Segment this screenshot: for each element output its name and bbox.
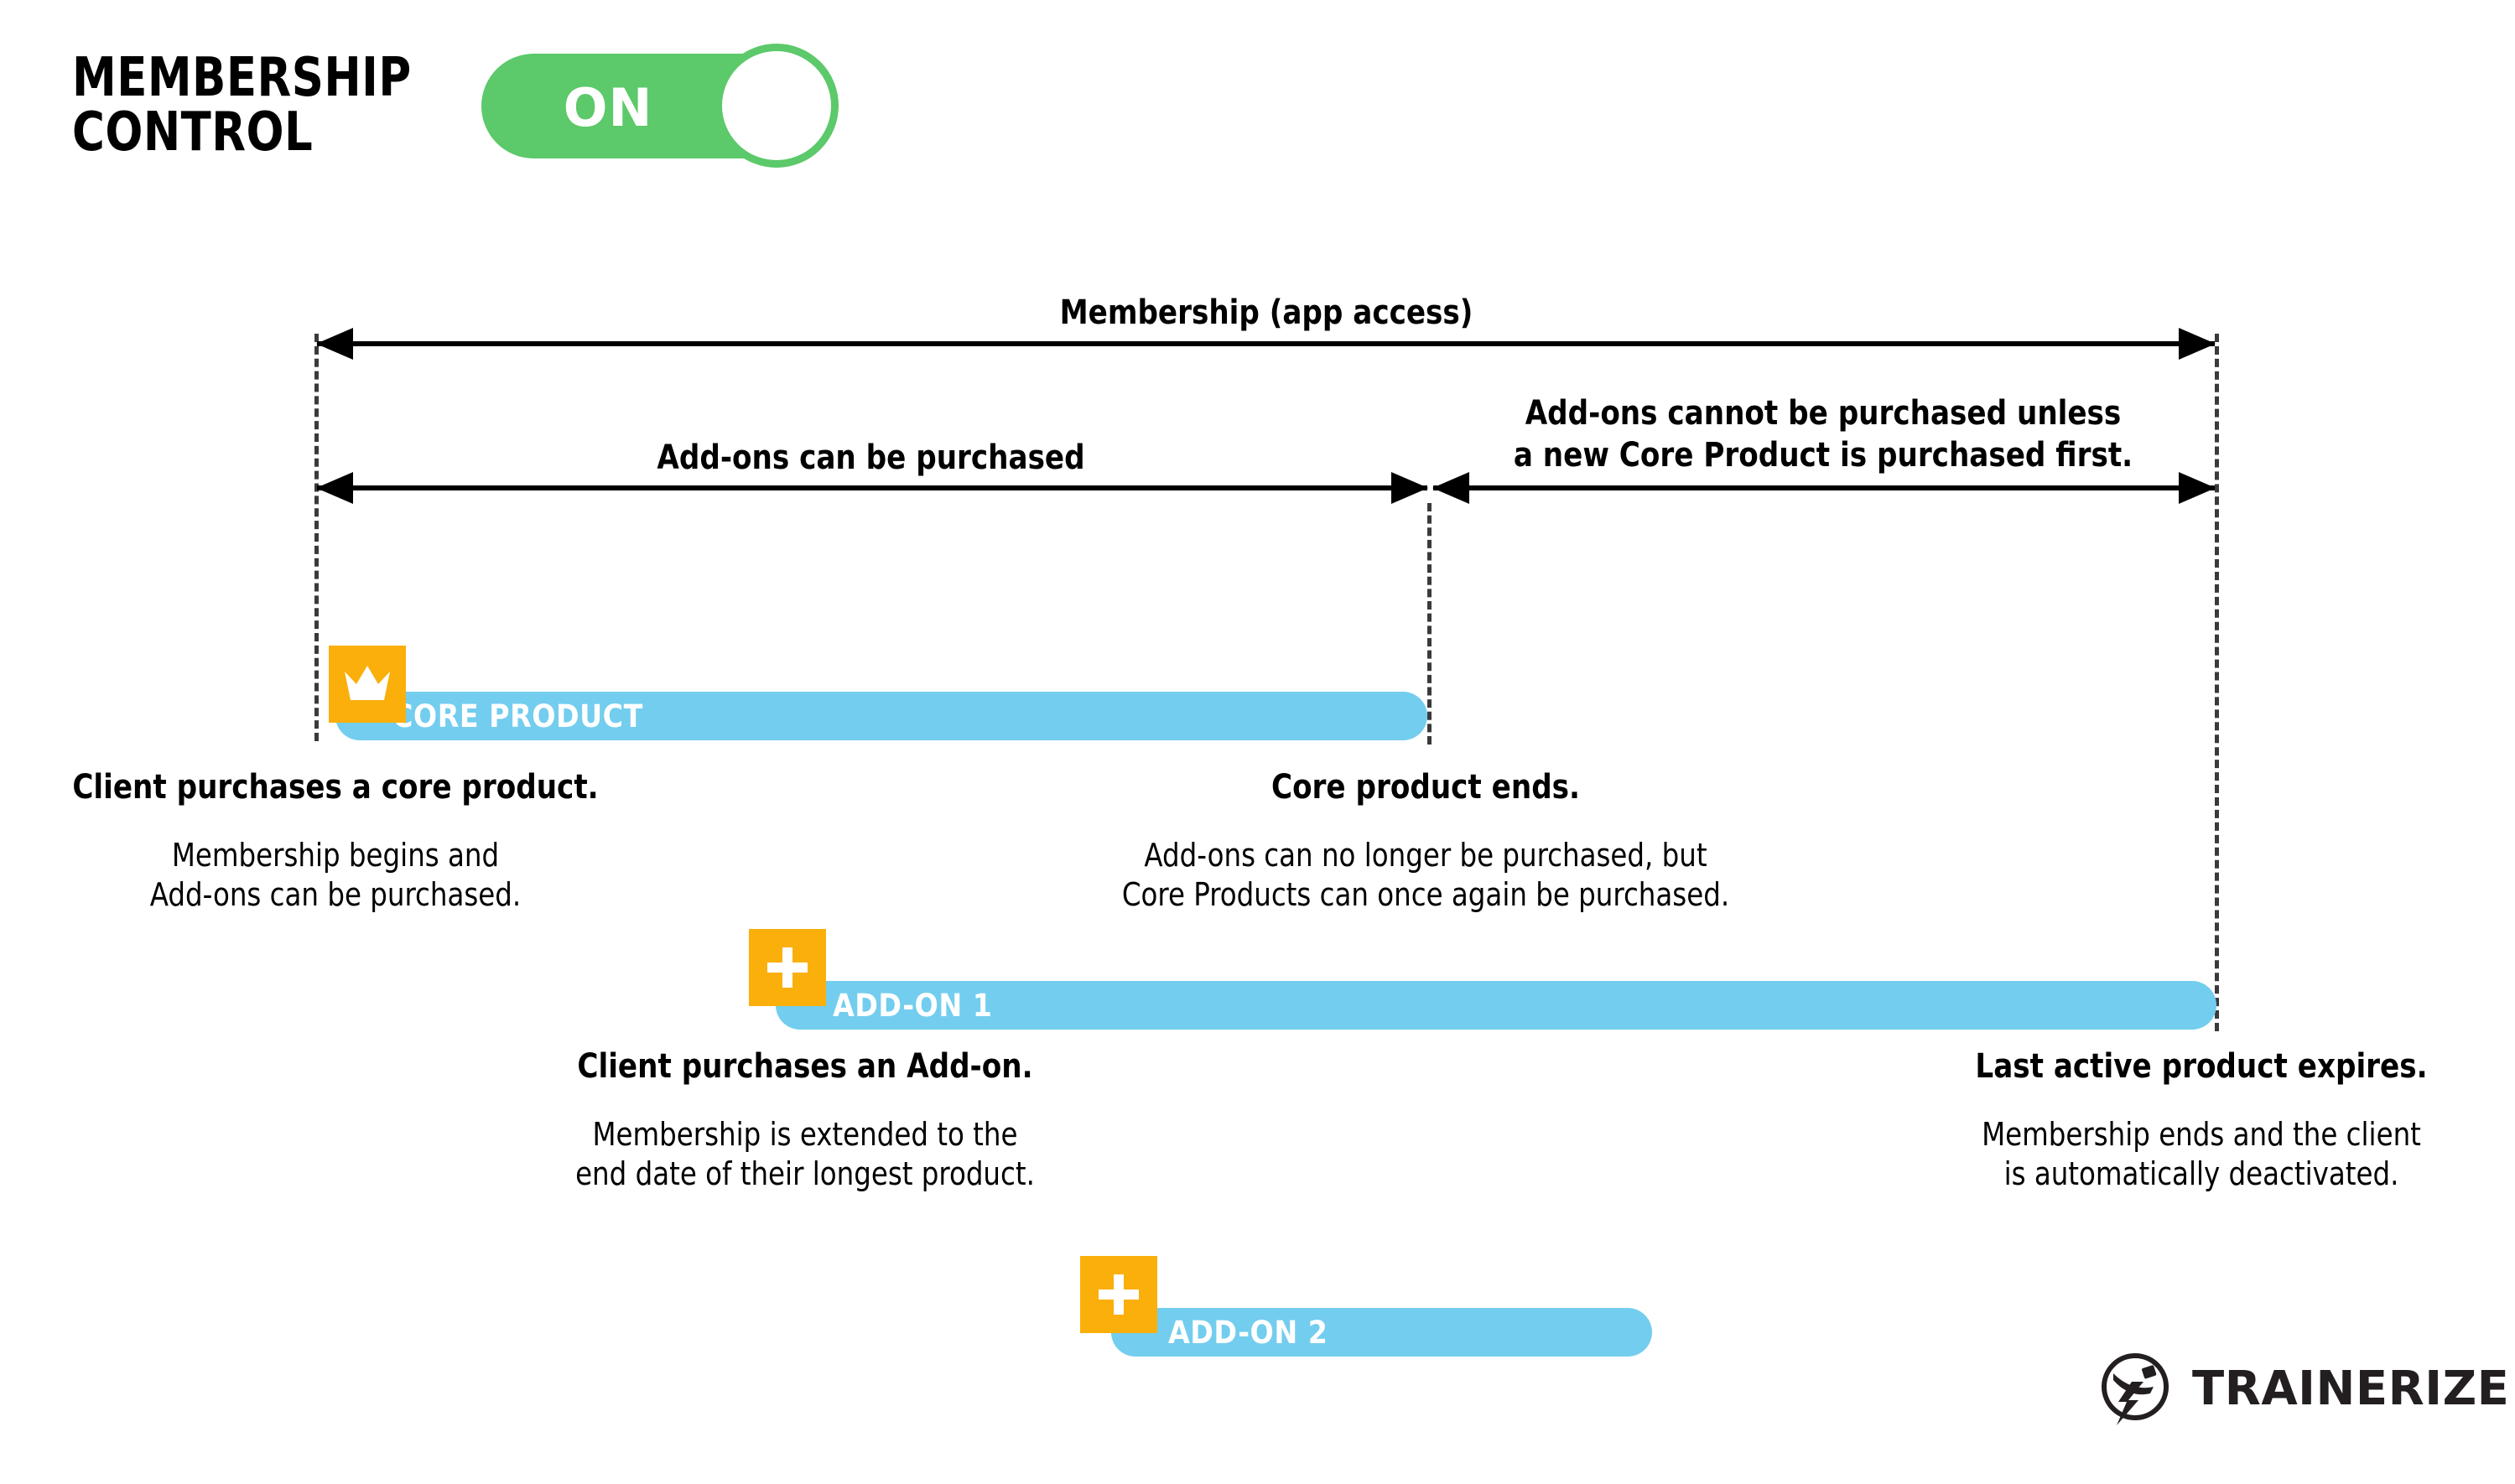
trainerize-logo: TRAINERIZE [2095, 1348, 2509, 1429]
bar-add-on-2[interactable]: ADD-ON 2 [1111, 1308, 1652, 1357]
plus-badge-add-on-2 [1080, 1256, 1157, 1333]
caption-title: Core product ends. [1270, 768, 1581, 807]
arrow-shaft [317, 485, 1427, 490]
caption-body: Membership begins and Add-ons can be pur… [149, 837, 522, 914]
plus-badge-add-on-1 [749, 929, 826, 1006]
crown-badge [329, 646, 406, 723]
page-title: MEMBERSHIP CONTROL [72, 46, 412, 163]
trainerize-wordmark: TRAINERIZE [2192, 1361, 2510, 1416]
arrow-label-addons-blocked: Add-ons cannot be purchased unless a new… [1513, 394, 2133, 475]
caption-body: Membership is extended to the end date o… [575, 1116, 1035, 1193]
caption-addon-purchase: Client purchases an Add-on. Membership i… [470, 1046, 1141, 1194]
caption-body: Membership ends and the client is automa… [1982, 1116, 2421, 1193]
membership-control-toggle[interactable]: ON [481, 44, 850, 168]
arrow-head-left [1432, 472, 1469, 504]
arrow-label-addons-allowed: Add-ons can be purchased [657, 438, 1085, 477]
arrow-shaft [1433, 485, 2215, 490]
caption-membership-end: Last active product expires. Membership … [1912, 1046, 2491, 1194]
plus-icon [765, 945, 810, 990]
arrow-label-membership: Membership (app access) [1059, 293, 1473, 332]
timeline-start-guide [314, 334, 319, 741]
bar-core-product[interactable]: CORE PRODUCT [335, 692, 1427, 740]
bar-add-on-1[interactable]: ADD-ON 1 [776, 981, 2216, 1030]
crown-icon [342, 664, 392, 704]
arrow-shaft [317, 341, 2215, 346]
header: MEMBERSHIP CONTROL ON [72, 44, 850, 168]
membership-end-guide [2215, 334, 2219, 1031]
bar-label-add-on-2: ADD-ON 2 [1168, 1314, 1328, 1351]
core-product-end-guide [1427, 503, 1432, 745]
arrow-head-right [1391, 472, 1428, 504]
bar-label-add-on-1: ADD-ON 1 [833, 987, 993, 1024]
toggle-knob[interactable] [714, 44, 839, 168]
trainerize-mark-icon [2095, 1348, 2175, 1429]
caption-core-end: Core product ends. Add-ons can no longer… [1031, 767, 1820, 915]
arrow-head-left [316, 328, 353, 360]
plus-icon [1096, 1272, 1141, 1317]
arrow-head-right [2179, 328, 2216, 360]
caption-body: Add-ons can no longer be purchased, but … [1121, 837, 1730, 914]
bar-label-core-product: CORE PRODUCT [392, 698, 643, 734]
caption-title: Client purchases a core product. [72, 768, 599, 807]
toggle-state-label: ON [563, 77, 653, 138]
caption-title: Client purchases an Add-on. [577, 1047, 1033, 1086]
arrow-head-right [2179, 472, 2216, 504]
caption-core-purchase: Client purchases a core product. Members… [17, 767, 654, 915]
caption-title: Last active product expires. [1975, 1047, 2428, 1086]
arrow-head-left [316, 472, 353, 504]
